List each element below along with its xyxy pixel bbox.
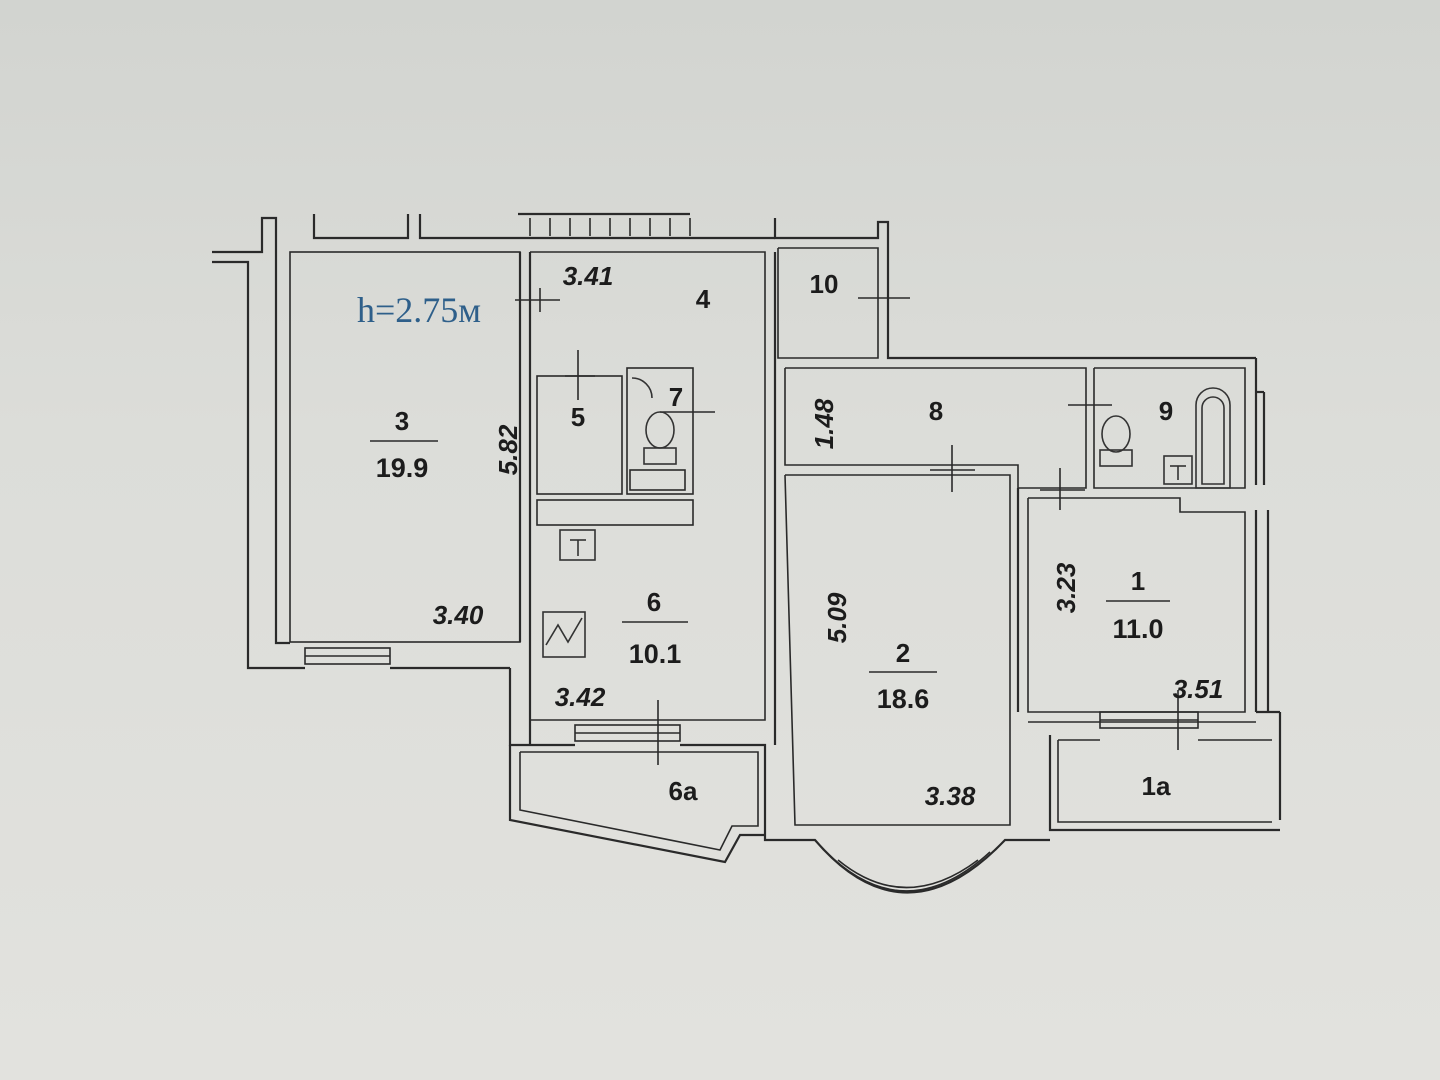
room-6a-number: 6а (669, 776, 698, 806)
dim-342: 3.42 (555, 682, 606, 712)
toilet-icon-9 (1099, 449, 1133, 467)
room-3-number: 3 (395, 406, 409, 436)
dim-338: 3.38 (925, 781, 976, 811)
room-3-area: 19.9 (376, 453, 429, 483)
room-6-number: 6 (647, 587, 661, 617)
stove-icon (542, 611, 586, 658)
dim-582: 5.82 (493, 424, 523, 475)
dim-341: 3.41 (563, 261, 614, 291)
kitchen-sink-icon (559, 529, 596, 561)
dim-351: 3.51 (1173, 674, 1224, 704)
room-1-area: 11.0 (1112, 614, 1163, 644)
room-6-area: 10.1 (629, 639, 682, 669)
room-4-number: 4 (696, 284, 711, 314)
door-marks (515, 288, 1179, 765)
windows (304, 212, 1199, 742)
ceiling-height-label: h=2.75м (357, 290, 481, 330)
interior-walls (289, 251, 1256, 826)
room-9-number: 9 (1159, 396, 1173, 426)
dim-509: 5.09 (822, 592, 852, 643)
dim-148: 1.48 (809, 398, 839, 449)
toilet-icon (643, 447, 677, 465)
room-2-number: 2 (896, 638, 910, 668)
room-10-number: 10 (810, 269, 839, 299)
sink-icon (1163, 455, 1193, 485)
dim-323: 3.23 (1051, 562, 1081, 613)
room-1-number: 1 (1131, 566, 1145, 596)
dimension-labels: 3.41 3.40 3.42 3.38 3.51 5.82 1.48 5.09 … (433, 261, 1224, 811)
room-1a-number: 1а (1142, 771, 1171, 801)
room-2-area: 18.6 (877, 684, 930, 714)
outer-walls (212, 214, 1282, 894)
bathtub-icon (1195, 387, 1231, 489)
room-5-number: 5 (571, 402, 585, 432)
room-7-number: 7 (669, 382, 683, 412)
dim-340: 3.40 (433, 600, 484, 630)
room-8-number: 8 (929, 396, 943, 426)
fixtures (542, 377, 1231, 658)
room-labels: 3 19.9 4 5 7 6 10.1 6а 10 8 9 2 18.6 1 1… (370, 269, 1173, 806)
